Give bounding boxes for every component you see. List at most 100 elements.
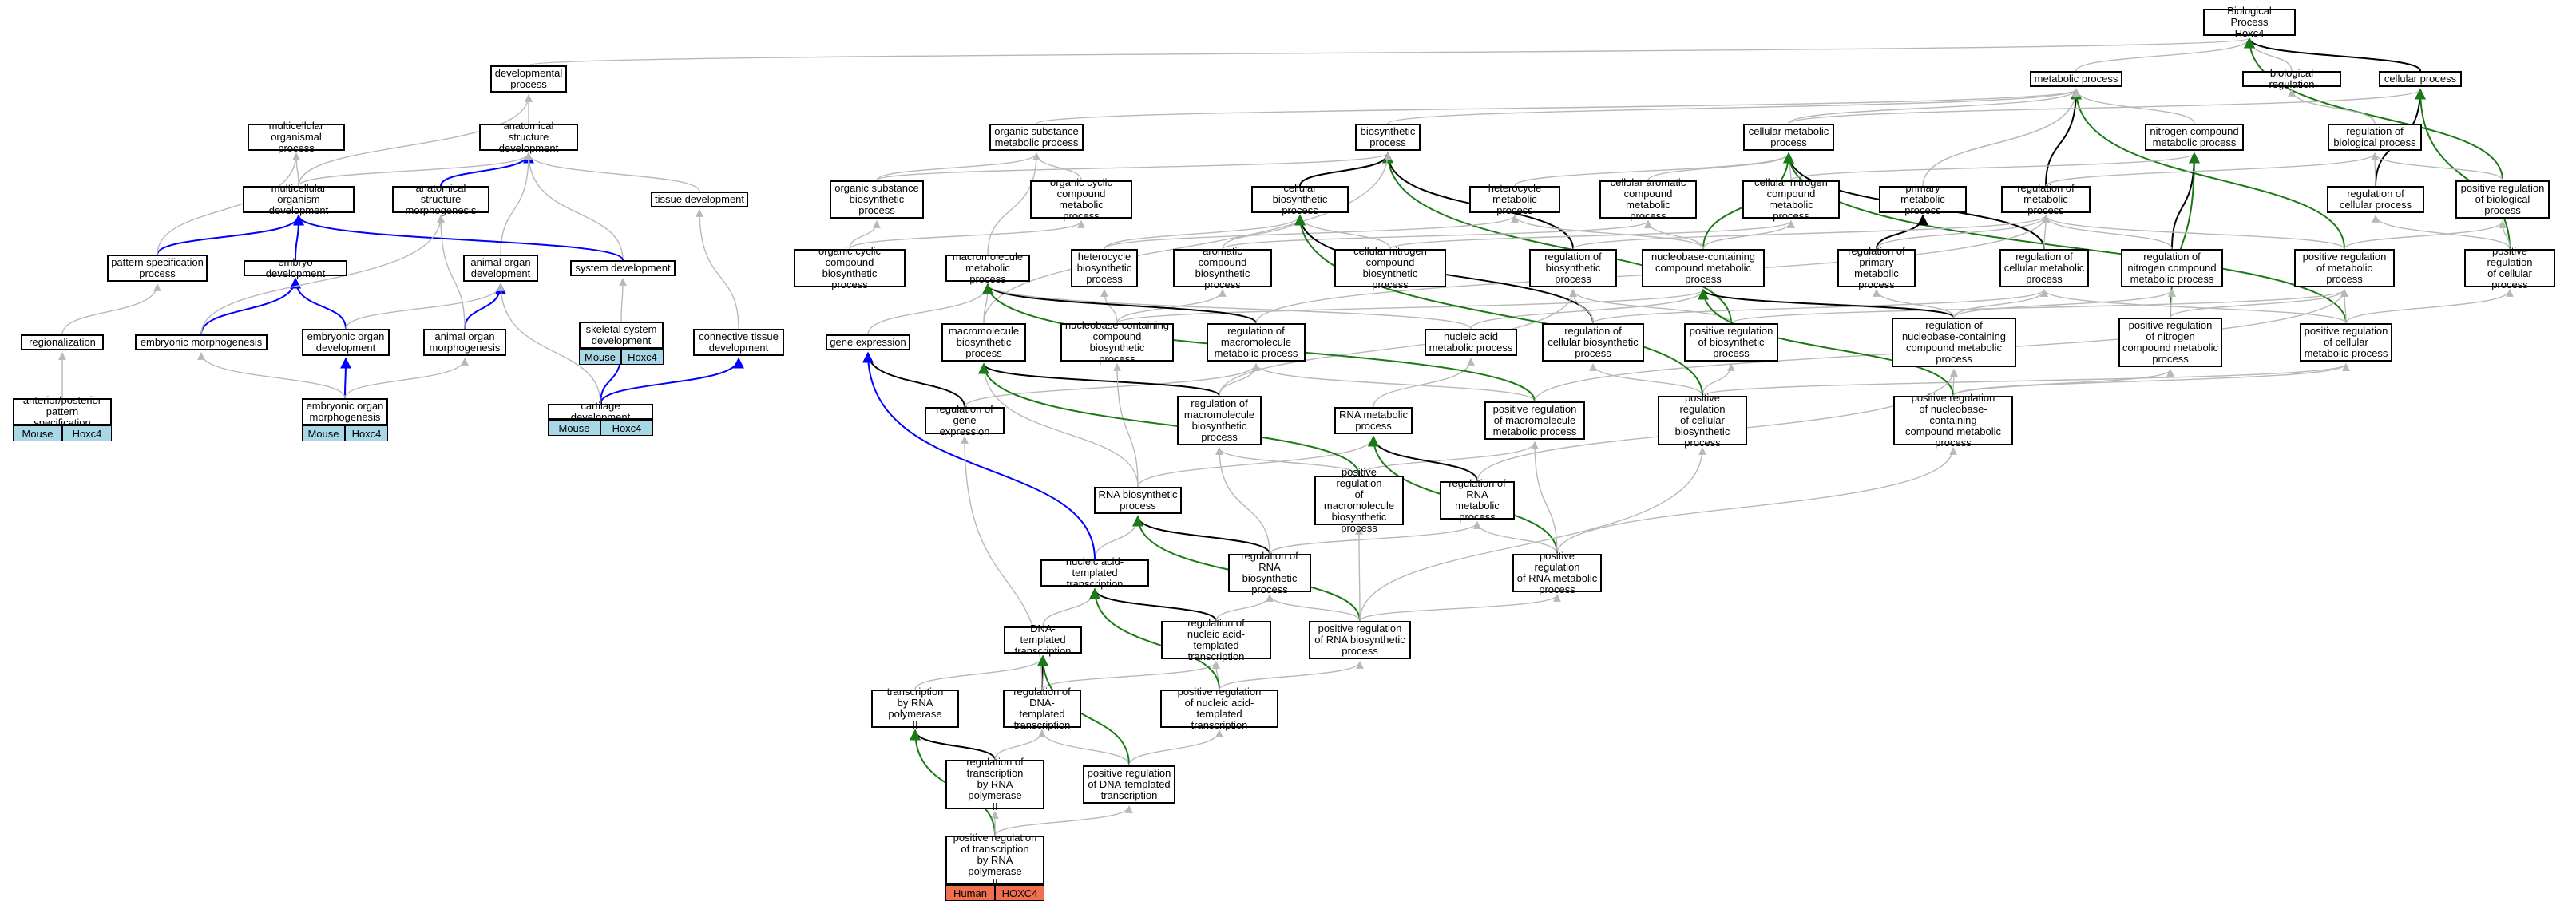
edge-cellnitbio-to-cellnitmet: [1389, 220, 1795, 250]
go-term-posregmet[interactable]: positive regulation of metabolic process: [2294, 249, 2395, 287]
annotation-gene: Hoxc4: [621, 349, 664, 365]
go-term-regional[interactable]: regionalization: [21, 334, 104, 350]
go-term-conndev[interactable]: connective tissue development: [693, 329, 784, 356]
go-term-emborgdev[interactable]: embryonic organ development: [302, 329, 390, 356]
edge-regbiosyn-to-regmet: [1572, 215, 2050, 250]
go-term-cellular[interactable]: cellular process: [2379, 71, 2462, 87]
go-term-regnuctrans[interactable]: regulation of nucleic acid-templated tra…: [1161, 618, 1271, 662]
go-term-primmet[interactable]: primary metabolic process: [1879, 183, 1967, 216]
go-term-posregnit[interactable]: positive regulation of nitrogen compound…: [2118, 318, 2222, 367]
go-term-hetbio[interactable]: heterocycle biosynthetic process: [1071, 249, 1138, 287]
go-term-posregcellmet[interactable]: positive regulation of cellular metaboli…: [2300, 323, 2392, 362]
go-term-orgcyc_bio[interactable]: organic cyclic compound biosynthetic pro…: [794, 246, 906, 290]
go-term-regrnamet[interactable]: regulation of RNA metabolic process: [1440, 478, 1515, 523]
go-term-regnitmet[interactable]: regulation of nitrogen compound metaboli…: [2121, 249, 2223, 287]
edge-regbio-to-bioreg: [2288, 89, 2376, 125]
go-term-multidev[interactable]: multicellular organism development: [243, 183, 355, 216]
go-term-arombio[interactable]: aromatic compound biosynthetic process: [1173, 246, 1272, 290]
go-term-animorgmorph[interactable]: animal organ morphogenesis: [423, 329, 506, 356]
go-term-posregmacrobio[interactable]: positive regulation of macromolecule bio…: [1314, 467, 1404, 534]
go-term-regdnatrans[interactable]: regulation of DNA-templated transcriptio…: [1003, 686, 1081, 731]
go-term-regrnabio[interactable]: regulation of RNA biosynthetic process: [1228, 551, 1311, 595]
go-term-regmacrobio[interactable]: regulation of macromolecule biosynthetic…: [1177, 396, 1262, 445]
go-term-dnatrans[interactable]: DNA-templated transcription: [1004, 623, 1082, 657]
go-term-biosyn[interactable]: biosynthetic process: [1355, 124, 1421, 151]
go-term-embrorgmorph[interactable]: embryonic organ morphogenesis: [302, 398, 388, 425]
go-term-nucbio[interactable]: nucleobase-containing compound biosynthe…: [1060, 320, 1174, 365]
go-term-regtranspol2[interactable]: regulation of transcription by RNA polym…: [945, 757, 1044, 812]
edge-regmacromet-to-macromet: [982, 283, 1257, 324]
go-term-nitmet[interactable]: nitrogen compound metabolic process: [2145, 124, 2244, 151]
edge-nucmet-to-cellarom: [1644, 220, 1704, 250]
go-term-anatdev[interactable]: anatomical structure development: [479, 121, 578, 154]
go-term-posregcellbio[interactable]: positive regulation of cellular biosynth…: [1658, 393, 1747, 449]
go-term-posregtranspol2[interactable]: positive regulation of transcription by …: [945, 832, 1044, 888]
go-term-posregbio[interactable]: positive regulation of biological proces…: [2455, 180, 2550, 219]
edge-regrnabio-to-rnabio: [1132, 515, 1270, 555]
go-term-cellbio[interactable]: cellular biosynthetic process: [1251, 183, 1349, 216]
go-term-regcellmet[interactable]: regulation of cellular metabolic process: [1999, 249, 2089, 287]
go-term-posregrnamet[interactable]: positive regulation of RNA metabolic pro…: [1512, 551, 1602, 595]
edge-regmacrobio-to-regbiosyn: [1219, 289, 1577, 397]
go-term-macrobio[interactable]: macromolecule biosynthetic process: [941, 323, 1026, 362]
go-term-devproc[interactable]: developmental process: [490, 65, 567, 93]
go-term-rnamet[interactable]: RNA metabolic process: [1334, 407, 1413, 434]
go-term-posregnuctrans[interactable]: positive regulation of nucleic acid-temp…: [1160, 686, 1278, 731]
go-term-cellmet[interactable]: cellular metabolic process: [1743, 124, 1834, 151]
go-term-nucacmet[interactable]: nucleic acid metabolic process: [1425, 329, 1517, 356]
go-term-posregdnatrans[interactable]: positive regulation of DNA-templated tra…: [1083, 765, 1175, 804]
edge-regcell-to-regbio: [2371, 152, 2379, 187]
go-term-patspec[interactable]: pattern specification process: [107, 255, 208, 282]
go-term-animorgdev[interactable]: animal organ development: [463, 255, 538, 282]
edge-posregbiosyn-to-posregmet: [1730, 289, 2348, 324]
edge-posregcell-to-cellular: [2415, 88, 2511, 250]
go-term-nucmet[interactable]: nucleobase-containing compound metabolic…: [1642, 249, 1765, 287]
go-term-regnucmet[interactable]: regulation of nucleobase-containing comp…: [1892, 318, 2016, 367]
go-term-cellnitmet[interactable]: cellular nitrogen compound metabolic pro…: [1742, 177, 1840, 222]
edge-posregdnatrans-to-posregnuctrans: [1128, 729, 1223, 766]
go-term-rnabio[interactable]: RNA biosynthetic process: [1094, 487, 1182, 514]
go-term-sysdev[interactable]: system development: [570, 260, 676, 276]
go-term-transpol2[interactable]: transcription by RNA polymerase II: [871, 686, 959, 731]
go-term-hetmet[interactable]: heterocycle metabolic process: [1469, 183, 1560, 216]
go-term-regmacromet[interactable]: regulation of macromolecule metabolic pr…: [1207, 323, 1306, 362]
edge-transpol2-to-dnatrans: [914, 655, 1047, 690]
edge-regmacrobio-to-macrobio: [978, 362, 1220, 397]
go-term-nuctrans[interactable]: nucleic acid-templated transcription: [1040, 556, 1149, 590]
go-term-regmet[interactable]: regulation of metabolic process: [2001, 183, 2091, 216]
go-term-metabolic[interactable]: metabolic process: [2030, 71, 2122, 87]
go-term-bp[interactable]: Biological Process Hoxc4: [2203, 6, 2296, 39]
edge-reggeneexp-to-regmacromet: [964, 363, 1260, 408]
go-term-geneexp[interactable]: gene expression: [826, 334, 910, 350]
go-term-posregnuc[interactable]: positive regulation of nucleobase-contai…: [1893, 393, 2013, 449]
go-term-skeldev[interactable]: skeletal system development: [579, 322, 664, 349]
go-term-tissuedev[interactable]: tissue development: [651, 192, 748, 208]
edge-nucmet-to-hetmet: [1511, 215, 1704, 250]
go-term-posregbiosyn[interactable]: positive regulation of biosynthetic proc…: [1684, 323, 1778, 362]
go-term-orgsub_met[interactable]: organic substance metabolic process: [989, 124, 1084, 151]
go-term-embmorph[interactable]: embryonic morphogenesis: [135, 334, 268, 350]
go-term-embdev[interactable]: embryo development: [244, 257, 347, 279]
go-term-anatmorph[interactable]: anatomical structure morphogenesis: [392, 183, 489, 216]
go-term-multiorg[interactable]: multicellular organismal process: [248, 121, 345, 154]
go-term-posregcell[interactable]: positive regulation of cellular process: [2464, 246, 2555, 290]
go-term-regcellbio[interactable]: regulation of cellular biosynthetic proc…: [1542, 323, 1644, 362]
go-term-macromet[interactable]: macromolecule metabolic process: [945, 251, 1030, 285]
edge-animorgmorph-to-animorgdev: [464, 283, 506, 330]
edge-regcellbio-to-regcellmet: [1592, 289, 2048, 324]
go-term-antpost[interactable]: anterior/posterior pattern specification: [13, 395, 112, 429]
go-term-cellnitbio[interactable]: cellular nitrogen compound biosynthetic …: [1334, 246, 1446, 290]
go-term-regprim[interactable]: regulation of primary metabolic process: [1837, 246, 1916, 290]
go-term-orgsub_bio[interactable]: organic substance biosynthetic process: [830, 180, 924, 219]
go-term-posregrnabio[interactable]: positive regulation of RNA biosynthetic …: [1309, 621, 1411, 659]
go-term-regbio[interactable]: regulation of biological process: [2328, 124, 2422, 151]
go-term-posregmacromet[interactable]: positive regulation of macromolecule met…: [1484, 401, 1585, 440]
go-term-orgcyc_met[interactable]: organic cyclic compound metabolic proces…: [1030, 177, 1132, 222]
go-term-reggeneexp[interactable]: regulation of gene expression: [925, 404, 1005, 437]
go-term-cartdev[interactable]: cartilage development: [548, 401, 653, 423]
go-term-regcell[interactable]: regulation of cellular process: [2327, 186, 2424, 213]
go-term-regbiosyn[interactable]: regulation of biosynthetic process: [1529, 249, 1617, 287]
go-term-bioreg[interactable]: biological regulation: [2242, 68, 2341, 90]
go-term-cellarom[interactable]: cellular aromatic compound metabolic pro…: [1599, 177, 1697, 222]
edge-bioreg-to-bp: [2245, 38, 2293, 72]
